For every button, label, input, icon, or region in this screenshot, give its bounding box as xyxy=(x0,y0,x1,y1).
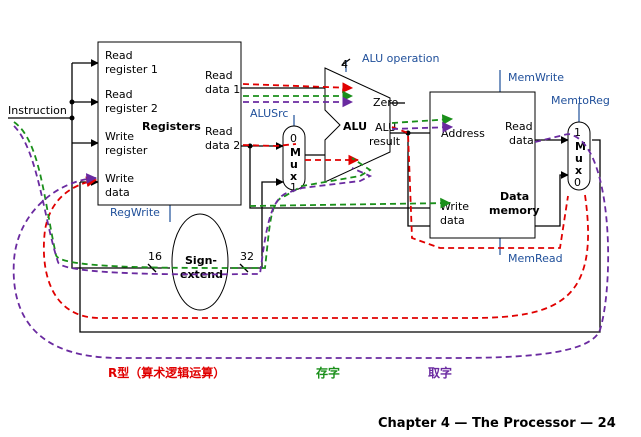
read-data-2-label-a: Read xyxy=(205,125,233,138)
alu-operation-width: 4 xyxy=(341,58,348,71)
sign-extend-output-width: 32 xyxy=(240,250,254,263)
data-memory: Address Read data Write data Data memory xyxy=(429,91,540,239)
alu-zero-label: Zero xyxy=(373,96,399,109)
mem-to-reg-mux-u: u xyxy=(575,152,583,165)
alu-result-label-b: result xyxy=(369,135,401,148)
mem-read-label: MemRead xyxy=(508,252,563,265)
alu-shape xyxy=(324,67,391,183)
mem-to-reg-label: MemtoReg xyxy=(551,94,610,107)
sign-extend-ellipse xyxy=(171,213,229,311)
instruction-label: Instruction xyxy=(8,104,67,117)
sign-extend-label-a: Sign- xyxy=(185,254,217,267)
legend-r-type: R型（算术逻辑运算） xyxy=(108,365,225,380)
data-memory-title-b: memory xyxy=(489,204,540,217)
mem-write-label: MemWrite xyxy=(508,71,564,84)
write-register-label-a: Write xyxy=(105,130,134,143)
write-data-label-a: Write xyxy=(105,172,134,185)
write-register-label-b: register xyxy=(105,144,148,157)
read-register-2-label-a: Read xyxy=(105,88,133,101)
register-file-box xyxy=(97,41,242,206)
mem-to-reg-mux-x: x xyxy=(575,164,582,177)
memory-read-data-label-b: data xyxy=(509,134,534,147)
read-data-2-label-b: data 2 xyxy=(205,139,240,152)
alu-src-mux-sel1: 1 xyxy=(290,181,297,194)
alu-src-mux-x: x xyxy=(290,170,297,183)
memory-address-label: Address xyxy=(441,127,485,140)
memory-write-data-label-a: Write xyxy=(440,200,469,213)
page-footer: Chapter 4 — The Processor — 24 xyxy=(378,416,616,431)
reg-write-label: RegWrite xyxy=(110,206,160,219)
mem-to-reg-mux-sel0: 0 xyxy=(574,176,581,189)
read-register-2-label-b: register 2 xyxy=(105,102,158,115)
write-data-label-b: data xyxy=(105,186,130,199)
mem-to-reg-mux-body xyxy=(567,121,591,191)
alu-src-mux: 0 M u x 1 xyxy=(282,125,306,194)
memory-write-data-label-b: data xyxy=(440,214,465,227)
legend-store: 存字 xyxy=(315,365,340,380)
alu-operation-label: ALU operation xyxy=(362,52,439,65)
alu-title: ALU xyxy=(343,120,367,133)
read-data-1-label-a: Read xyxy=(205,69,233,82)
registers-title: Registers xyxy=(142,120,201,133)
data-memory-title-a: Data xyxy=(500,190,529,203)
read-register-1-label-a: Read xyxy=(105,49,133,62)
alu-src-mux-u: u xyxy=(290,158,298,171)
read-data-1-label-b: data 1 xyxy=(205,83,240,96)
alu-src-label: ALUSrc xyxy=(250,107,288,120)
sign-extend-unit: Sign- extend 16 32 xyxy=(148,213,254,311)
load-path xyxy=(12,96,609,359)
mem-to-reg-mux: 1 M u x 0 xyxy=(567,121,591,191)
mem-to-reg-mux-sel1: 1 xyxy=(574,126,581,139)
store-path xyxy=(13,90,454,269)
alu-unit: ALU Zero ALU result xyxy=(324,67,401,183)
sign-extend-label-b: extend xyxy=(180,268,223,281)
legend-load: 取字 xyxy=(428,365,452,380)
mem-to-reg-mux-m: M xyxy=(575,140,586,153)
alu-src-mux-sel0: 0 xyxy=(290,132,297,145)
alu-src-mux-m: M xyxy=(290,146,301,159)
memory-read-data-label-a: Read xyxy=(505,120,533,133)
alu-result-label-a: ALU xyxy=(375,121,396,134)
read-register-1-label-b: register 1 xyxy=(105,63,158,76)
sign-extend-input-width: 16 xyxy=(148,250,162,263)
r-type-path xyxy=(42,82,589,319)
control-lines xyxy=(169,60,580,255)
register-file: Read register 1 Read register 2 Write re… xyxy=(97,41,242,206)
